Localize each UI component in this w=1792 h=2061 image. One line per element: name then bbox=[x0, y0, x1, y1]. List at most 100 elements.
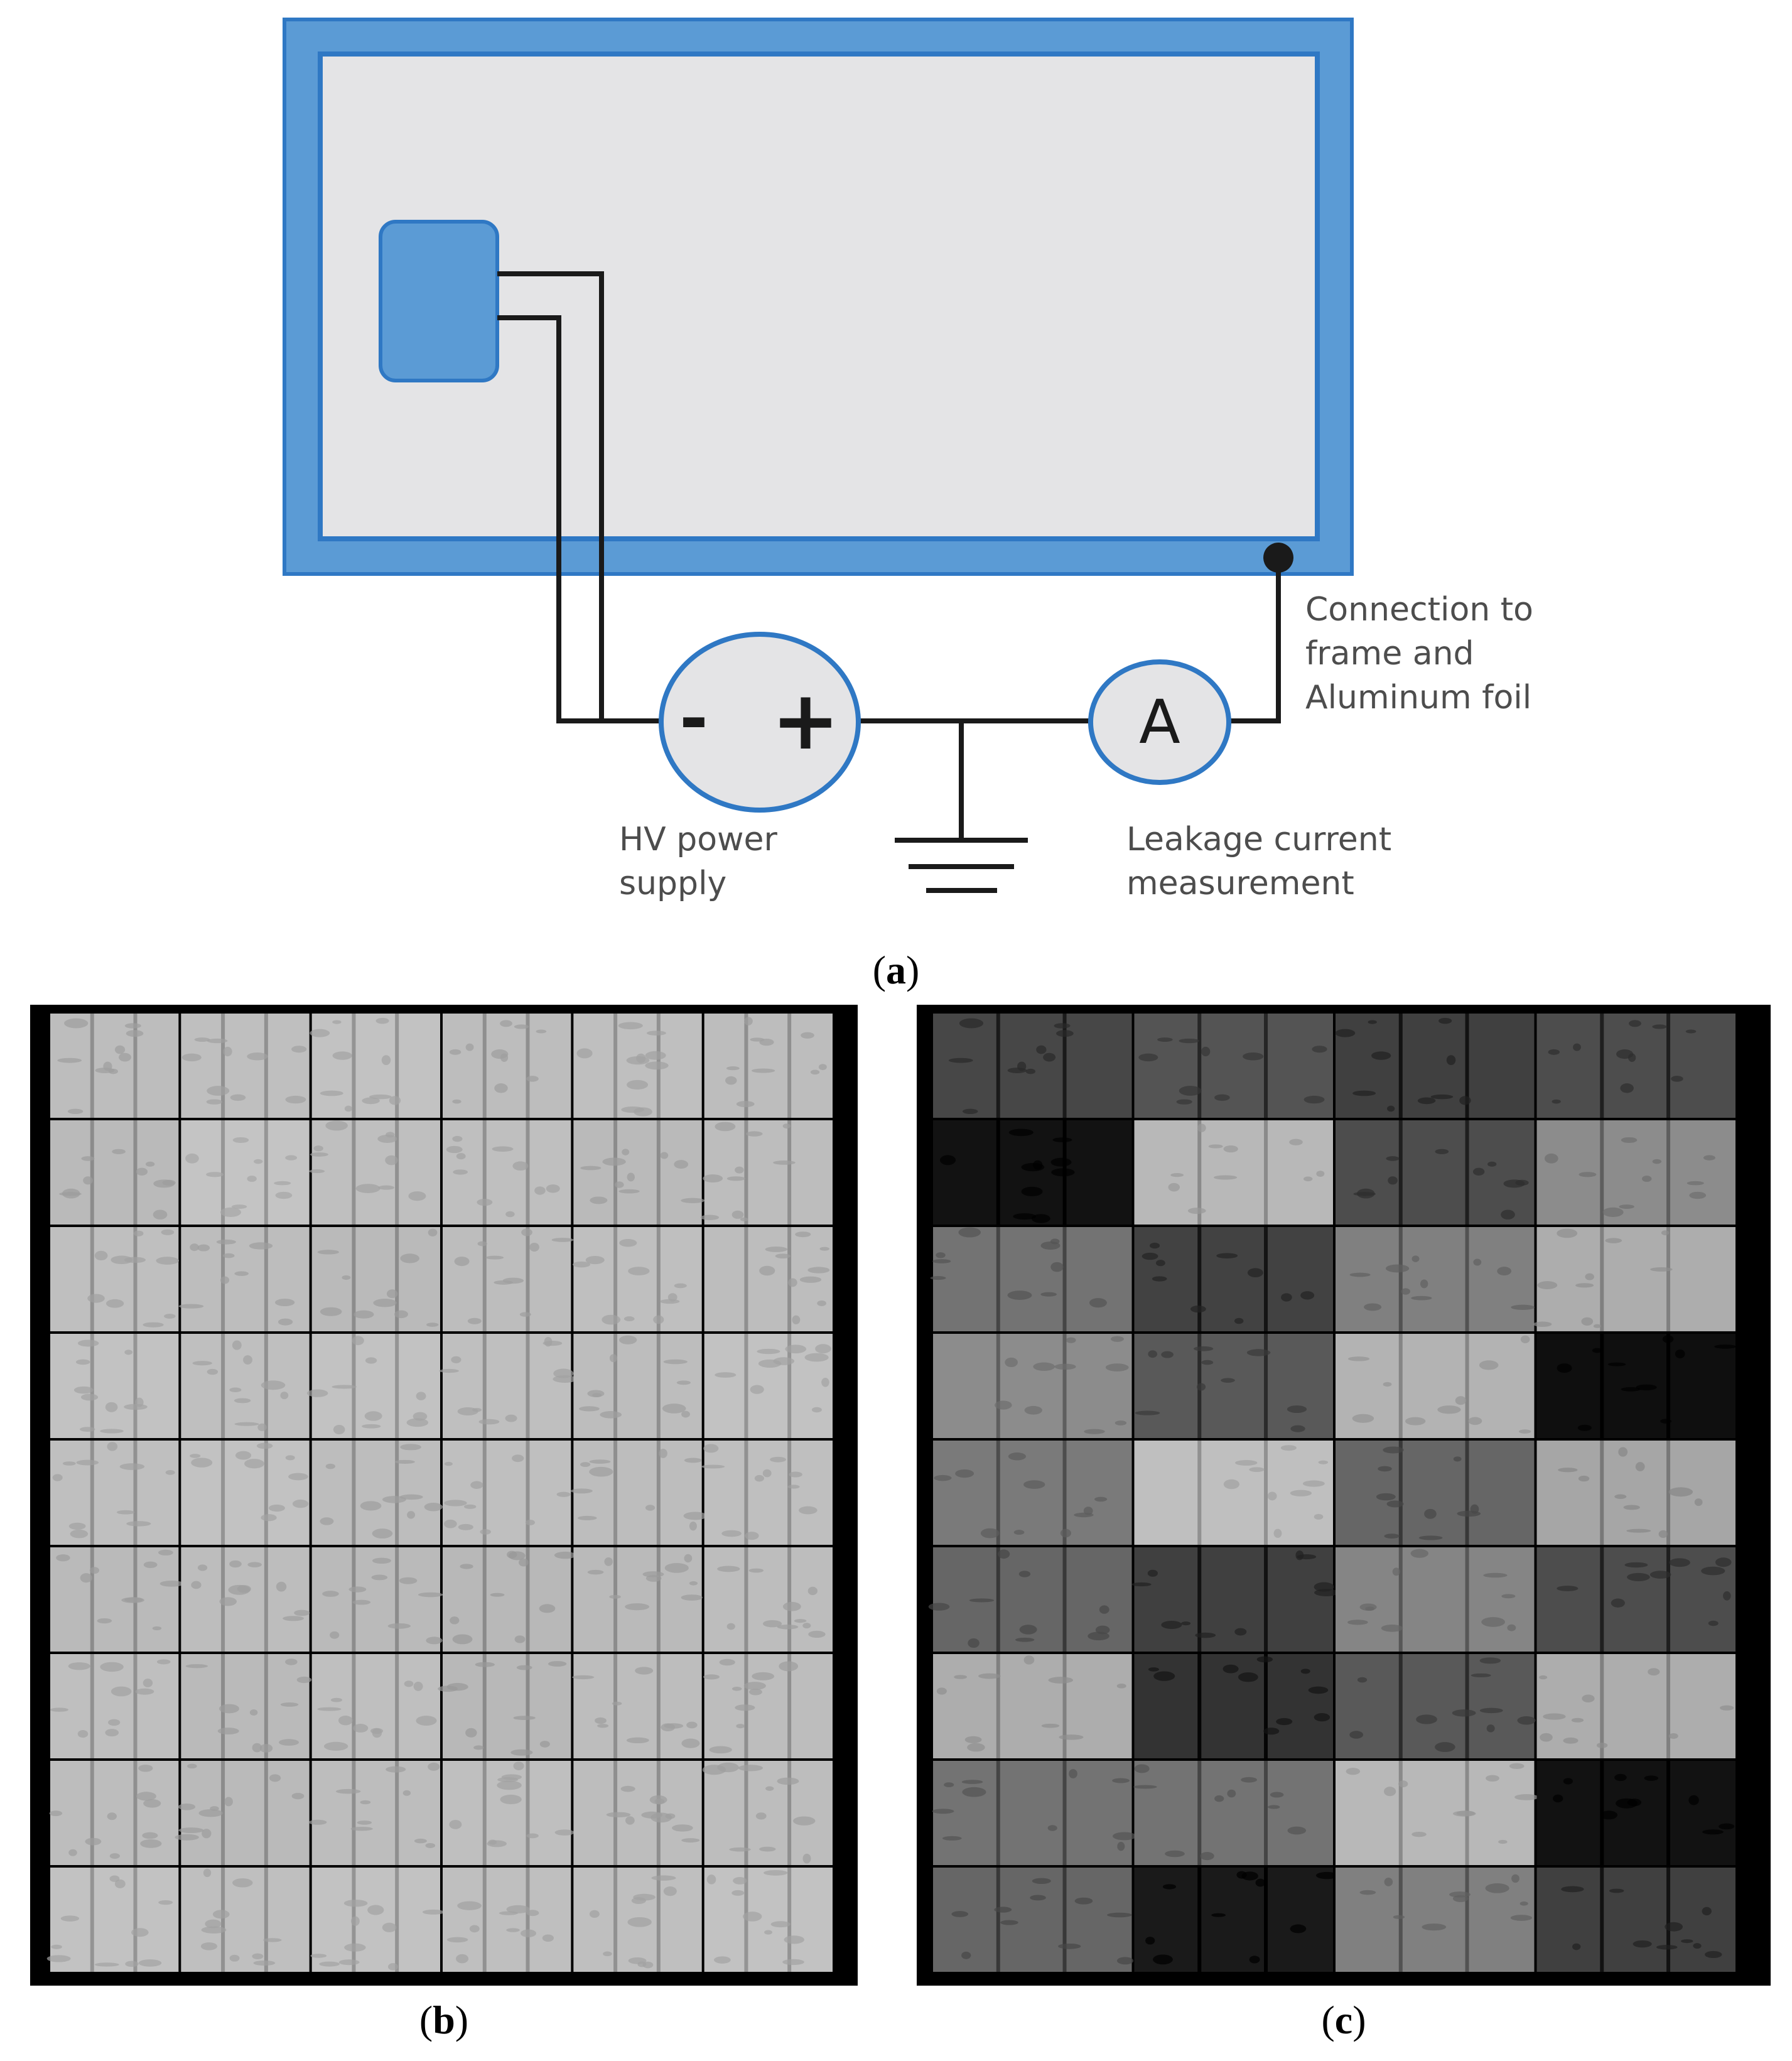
cell-defect-speckle bbox=[156, 1257, 180, 1265]
cell-defect-speckle bbox=[131, 1928, 149, 1937]
cell-defect-speckle bbox=[748, 1568, 764, 1573]
cell-busbar bbox=[264, 1227, 268, 1331]
cell-defect-speckle bbox=[1243, 1052, 1264, 1061]
cell-defect-speckle bbox=[1619, 1204, 1634, 1209]
cell-defect-speckle bbox=[165, 1470, 175, 1475]
cell-defect-speckle bbox=[1618, 1447, 1628, 1457]
cell-defect-speckle bbox=[1449, 1891, 1471, 1898]
cell-defect-speckle bbox=[1575, 1283, 1594, 1288]
hv-supply-label-line2: supply bbox=[619, 865, 726, 902]
cell-defect-speckle bbox=[817, 1300, 826, 1307]
cell-busbar bbox=[1465, 1334, 1469, 1438]
solar-cell bbox=[181, 1227, 310, 1331]
cell-defect-speckle bbox=[1181, 1621, 1191, 1626]
cell-busbar bbox=[1264, 1868, 1268, 1972]
cell-busbar bbox=[1666, 1761, 1671, 1865]
cell-defect-speckle bbox=[1314, 1513, 1324, 1520]
cell-defect-speckle bbox=[653, 1315, 664, 1324]
cell-busbar bbox=[1398, 1014, 1403, 1118]
cell-defect-speckle bbox=[446, 1145, 463, 1154]
cell-defect-speckle bbox=[414, 1838, 427, 1844]
cell-busbar bbox=[133, 1120, 138, 1225]
cell-defect-speckle bbox=[1548, 1049, 1560, 1055]
cell-defect-speckle bbox=[62, 1188, 80, 1199]
cell-defect-speckle bbox=[1417, 1097, 1436, 1105]
cell-defect-speckle bbox=[802, 1853, 811, 1864]
cell-defect-speckle bbox=[579, 1406, 600, 1412]
cell-defect-speckle bbox=[1201, 1046, 1211, 1057]
cell-defect-speckle bbox=[1238, 1672, 1258, 1682]
cell-defect-speckle bbox=[1627, 1799, 1642, 1807]
cell-defect-speckle bbox=[428, 1762, 440, 1771]
cell-defect-speckle bbox=[243, 1355, 252, 1365]
cell-defect-speckle bbox=[1018, 1571, 1031, 1577]
cell-defect-speckle bbox=[1537, 1281, 1558, 1290]
cell-busbar bbox=[133, 1441, 138, 1545]
cell-busbar bbox=[996, 1120, 1000, 1225]
cell-defect-speckle bbox=[1685, 1029, 1697, 1034]
cell-defect-speckle bbox=[807, 1586, 818, 1596]
cell-defect-speckle bbox=[89, 1567, 100, 1574]
solar-cell bbox=[933, 1334, 1132, 1438]
cell-defect-speckle bbox=[506, 1928, 520, 1932]
cell-defect-speckle bbox=[1050, 1157, 1072, 1167]
solar-cell bbox=[50, 1441, 179, 1545]
cell-defect-speckle bbox=[332, 1051, 352, 1060]
cell-defect-speckle bbox=[961, 1951, 971, 1959]
cell-defect-speckle bbox=[406, 1418, 429, 1427]
cell-defect-speckle bbox=[759, 1265, 775, 1276]
cell-defect-speckle bbox=[220, 1207, 242, 1217]
cell-defect-speckle bbox=[1644, 1775, 1659, 1781]
solar-cell bbox=[443, 1334, 571, 1438]
cell-defect-speckle bbox=[360, 1501, 382, 1511]
cell-defect-speckle bbox=[1553, 1794, 1563, 1803]
cell-busbar bbox=[1197, 1868, 1202, 1972]
cell-defect-speckle bbox=[980, 1528, 1000, 1539]
cell-busbar bbox=[1197, 1120, 1202, 1225]
cell-defect-speckle bbox=[1386, 1156, 1400, 1161]
cell-defect-speckle bbox=[751, 1068, 775, 1073]
cell-defect-speckle bbox=[627, 1079, 649, 1090]
cell-defect-speckle bbox=[510, 1749, 533, 1756]
cell-busbar bbox=[395, 1441, 399, 1545]
cell-defect-speckle bbox=[480, 1528, 491, 1535]
cell-defect-speckle bbox=[1179, 1038, 1200, 1044]
cell-defect-speckle bbox=[181, 1053, 202, 1062]
cell-defect-speckle bbox=[526, 1910, 539, 1917]
solar-cell bbox=[1536, 1868, 1735, 1972]
cell-defect-speckle bbox=[1368, 1020, 1377, 1024]
cell-defect-speckle bbox=[205, 1919, 222, 1928]
cell-defect-speckle bbox=[589, 1459, 611, 1464]
cell-busbar bbox=[613, 1547, 618, 1652]
cell-busbar bbox=[1600, 1334, 1604, 1438]
cell-defect-speckle bbox=[465, 1728, 477, 1738]
cell-defect-speckle bbox=[1179, 1086, 1202, 1096]
cell-busbar bbox=[1398, 1334, 1403, 1438]
cell-defect-speckle bbox=[452, 1135, 463, 1142]
cell-defect-speckle bbox=[1195, 1632, 1216, 1638]
cell-defect-speckle bbox=[296, 1676, 312, 1684]
cell-defect-speckle bbox=[1446, 1055, 1456, 1066]
cell-defect-speckle bbox=[1623, 1505, 1640, 1510]
cell-defect-speckle bbox=[477, 1241, 487, 1247]
cell-busbar bbox=[656, 1120, 661, 1225]
cell-busbar bbox=[996, 1868, 1000, 1972]
cell-defect-speckle bbox=[280, 1702, 299, 1707]
cell-defect-speckle bbox=[1048, 1677, 1074, 1684]
cell-busbar bbox=[1062, 1441, 1067, 1545]
cell-busbar bbox=[1062, 1868, 1067, 1972]
cell-defect-speckle bbox=[628, 1957, 647, 1964]
cell-defect-speckle bbox=[126, 1521, 151, 1527]
cell-defect-speckle bbox=[344, 1943, 366, 1952]
cell-busbar bbox=[1600, 1120, 1604, 1225]
cell-defect-speckle bbox=[70, 1529, 89, 1539]
cell-busbar bbox=[264, 1120, 268, 1225]
cell-defect-speckle bbox=[1694, 1498, 1703, 1507]
cell-defect-speckle bbox=[207, 1038, 228, 1044]
solar-cell bbox=[1134, 1014, 1333, 1118]
cell-busbar bbox=[1600, 1868, 1604, 1972]
cell-busbar bbox=[1197, 1654, 1202, 1758]
solar-cell bbox=[443, 1654, 571, 1758]
cell-defect-speckle bbox=[283, 1616, 305, 1621]
cell-defect-speckle bbox=[944, 1782, 954, 1787]
